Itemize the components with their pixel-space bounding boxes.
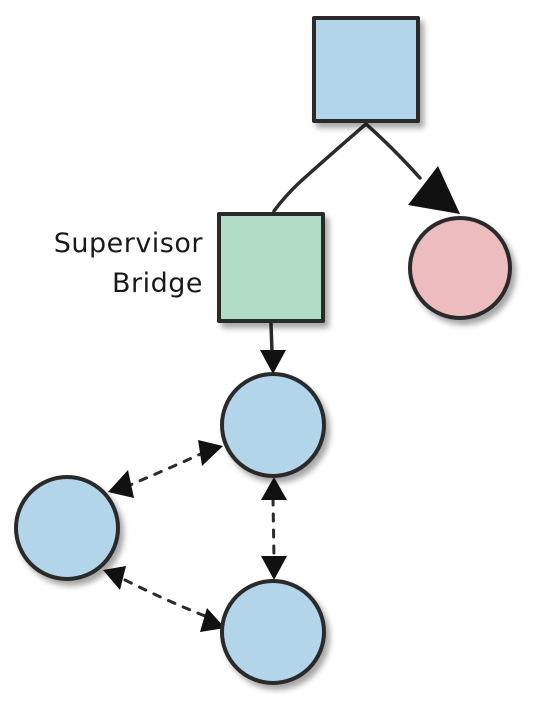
edges xyxy=(103,122,460,632)
edge-top-to-red xyxy=(364,122,422,180)
arrowhead-red-circle xyxy=(408,166,460,214)
label-line-1: Supervisor xyxy=(54,228,204,259)
red-circle-node xyxy=(408,216,512,320)
label-line-2: Bridge xyxy=(112,268,203,299)
top-square-node xyxy=(312,16,420,123)
arrowhead-top-circle-left xyxy=(198,440,223,466)
supervisor-bridge-node xyxy=(217,212,325,323)
arrowhead-bottom-circle-top xyxy=(261,556,287,580)
arrowhead-top-circle-bottom xyxy=(261,477,287,500)
arrowhead-left-circle-upper xyxy=(108,470,134,498)
arrowhead-top-circle xyxy=(260,350,286,374)
blue-circle-bottom-node xyxy=(220,579,326,685)
edge-top-to-bridge xyxy=(272,122,368,213)
blue-circle-left-node xyxy=(14,475,120,581)
nodes xyxy=(14,16,512,685)
arrowhead-bottom-circle-left xyxy=(200,608,225,632)
blue-circle-top-node xyxy=(220,372,326,478)
edge-bridge-to-top-circle xyxy=(269,322,274,354)
edge-top-left-dashed xyxy=(128,450,207,487)
edge-top-bottom-dashed xyxy=(271,496,276,562)
edge-left-bottom-dashed xyxy=(123,578,207,618)
supervisor-bridge-label: Supervisor Bridge xyxy=(54,228,204,299)
arrowhead-left-circle-lower xyxy=(103,566,126,590)
